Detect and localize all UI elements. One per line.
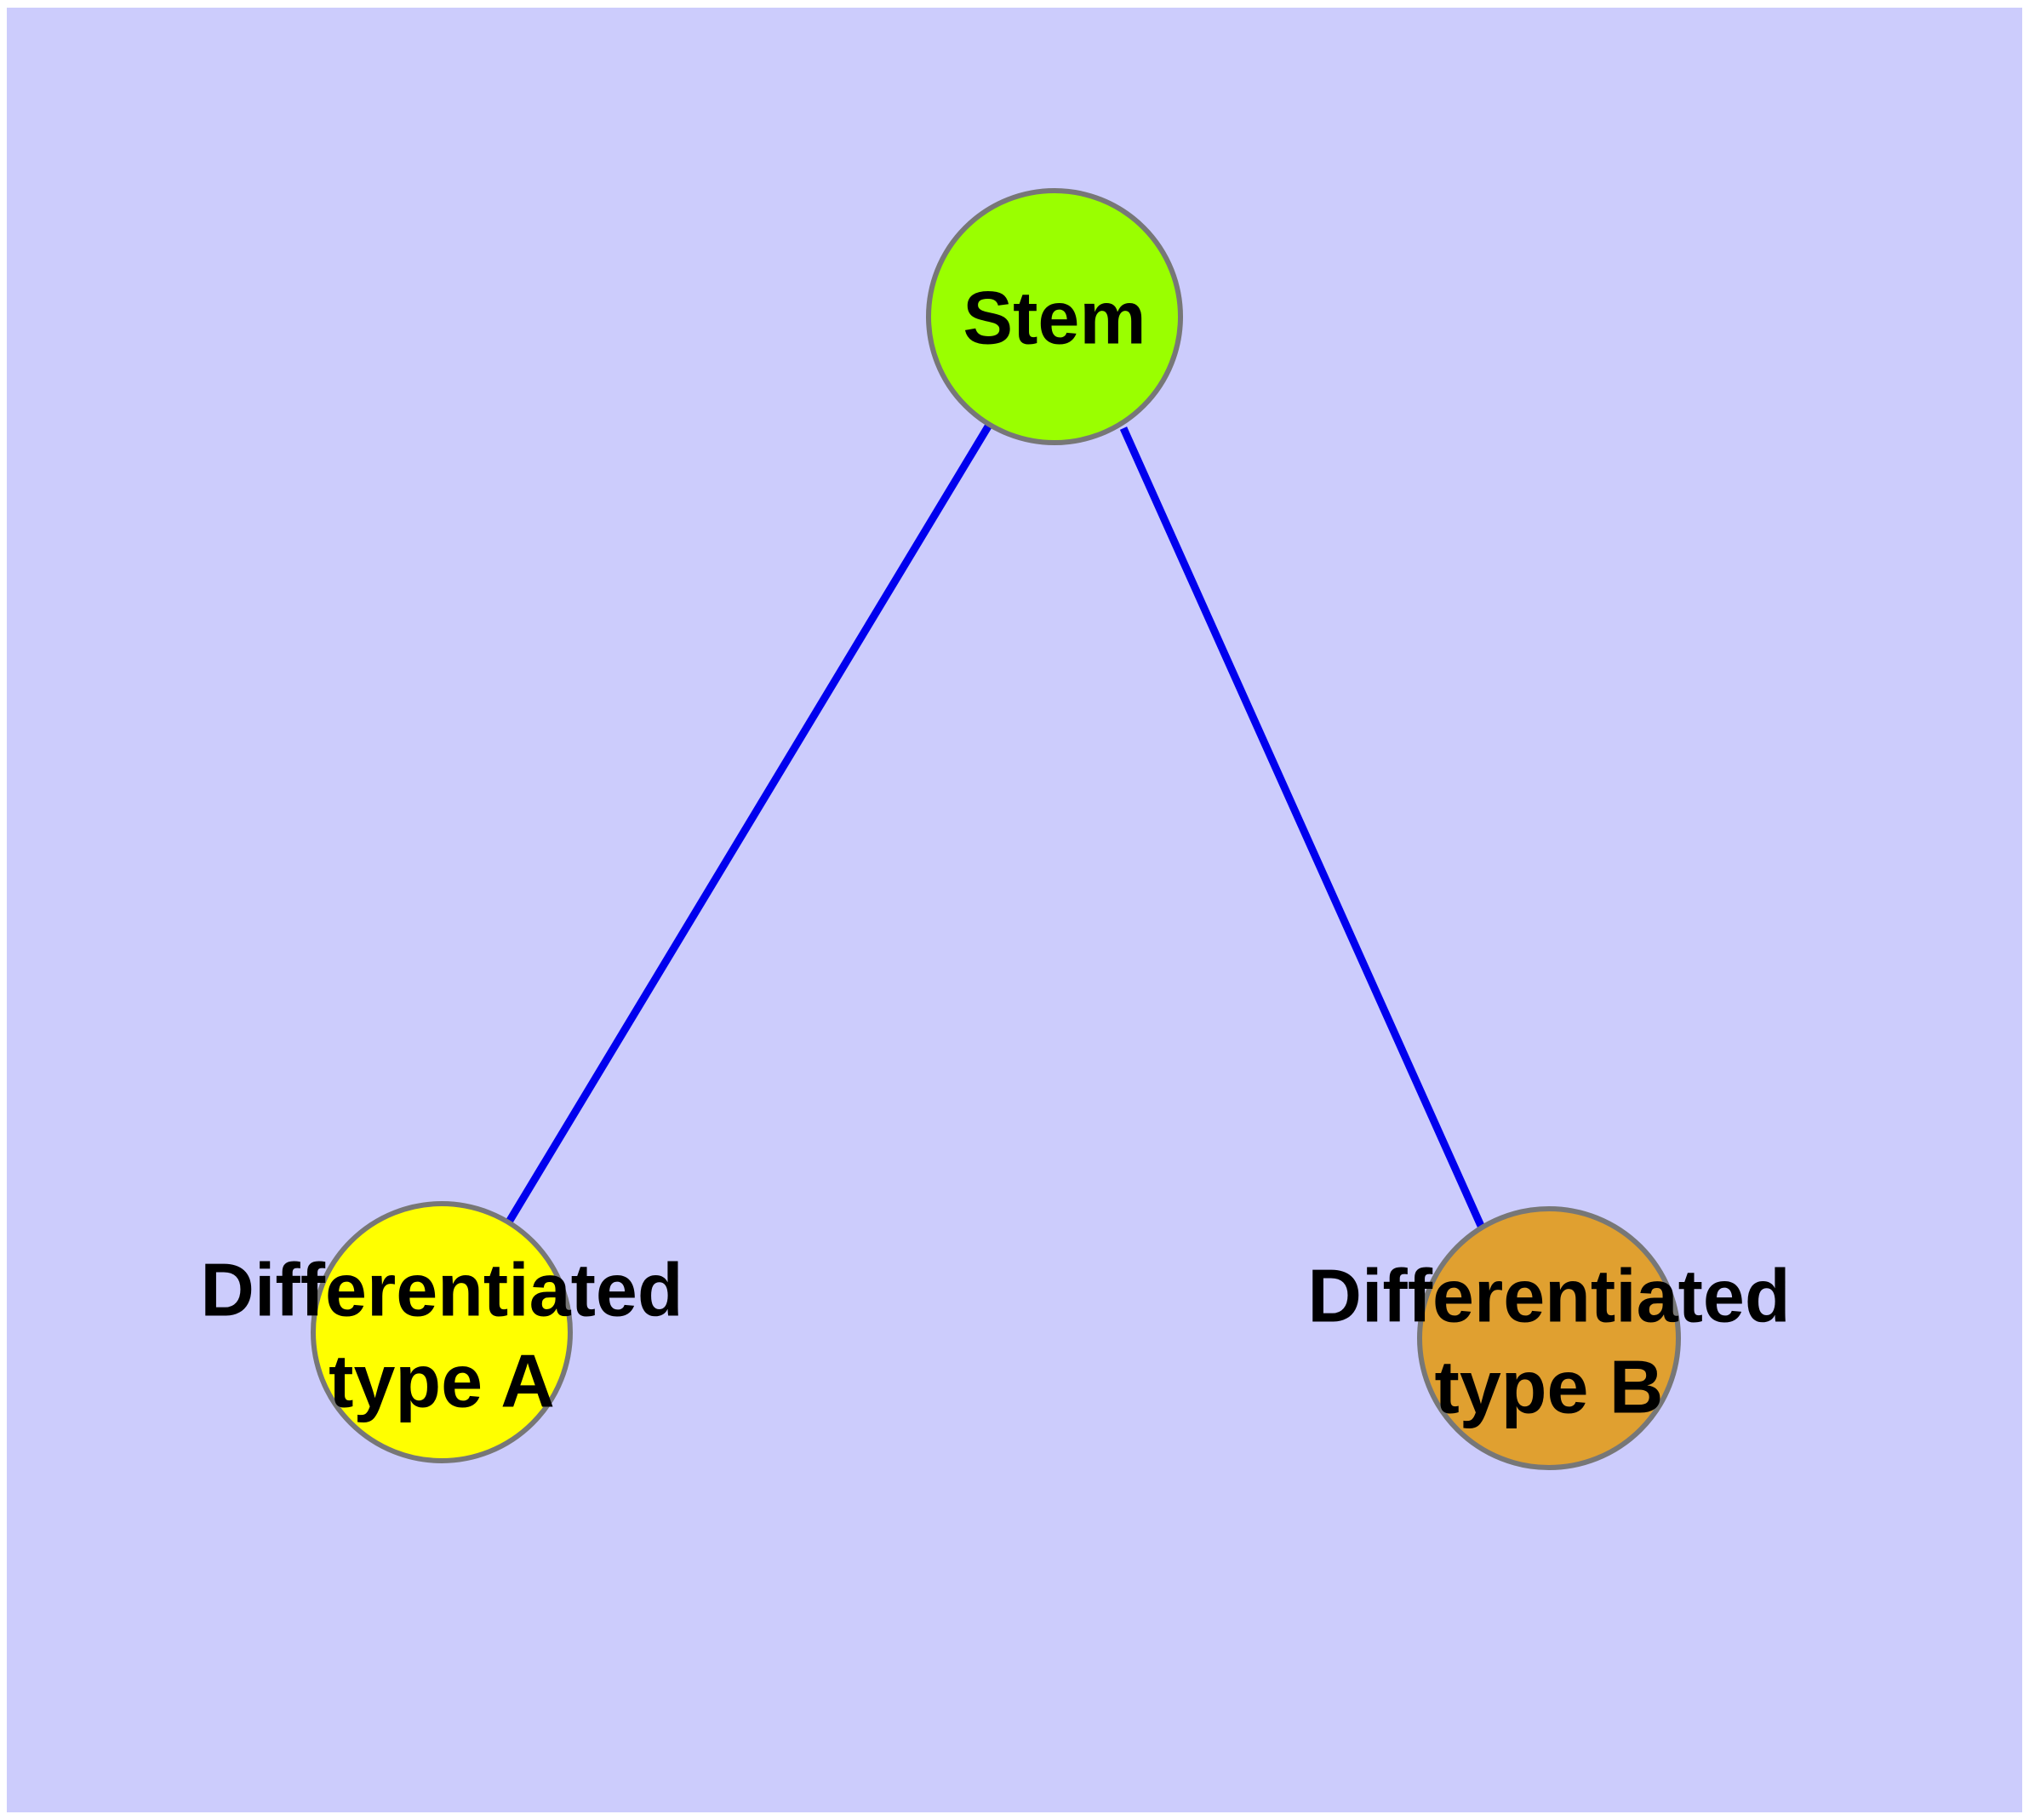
node-differentiated-type-b-label-line1: Differentiated <box>1307 1253 1790 1337</box>
node-stem[interactable]: Stem <box>926 188 1183 445</box>
edge-stem-to-differentiated-type-b[interactable] <box>1119 426 1485 1228</box>
node-differentiated-type-b-label-line2: type B <box>1435 1344 1664 1428</box>
node-differentiated-type-a[interactable]: Differentiated type A <box>200 1201 683 1463</box>
node-layer: Stem Differentiated type A Differentiate… <box>200 188 1791 1470</box>
node-stem-circle[interactable] <box>926 188 1183 445</box>
node-differentiated-type-b[interactable]: Differentiated type B <box>1307 1206 1791 1470</box>
node-differentiated-type-a-label-line2: type A <box>329 1338 555 1422</box>
node-differentiated-type-a-label-line1: Differentiated <box>200 1247 683 1331</box>
node-differentiated-type-b-circle[interactable] <box>1417 1206 1681 1470</box>
node-differentiated-type-a-circle[interactable] <box>311 1201 573 1463</box>
edge-layer <box>505 424 1485 1228</box>
node-stem-label: Stem <box>963 275 1146 359</box>
edge-stem-to-differentiated-type-a[interactable] <box>505 424 992 1226</box>
